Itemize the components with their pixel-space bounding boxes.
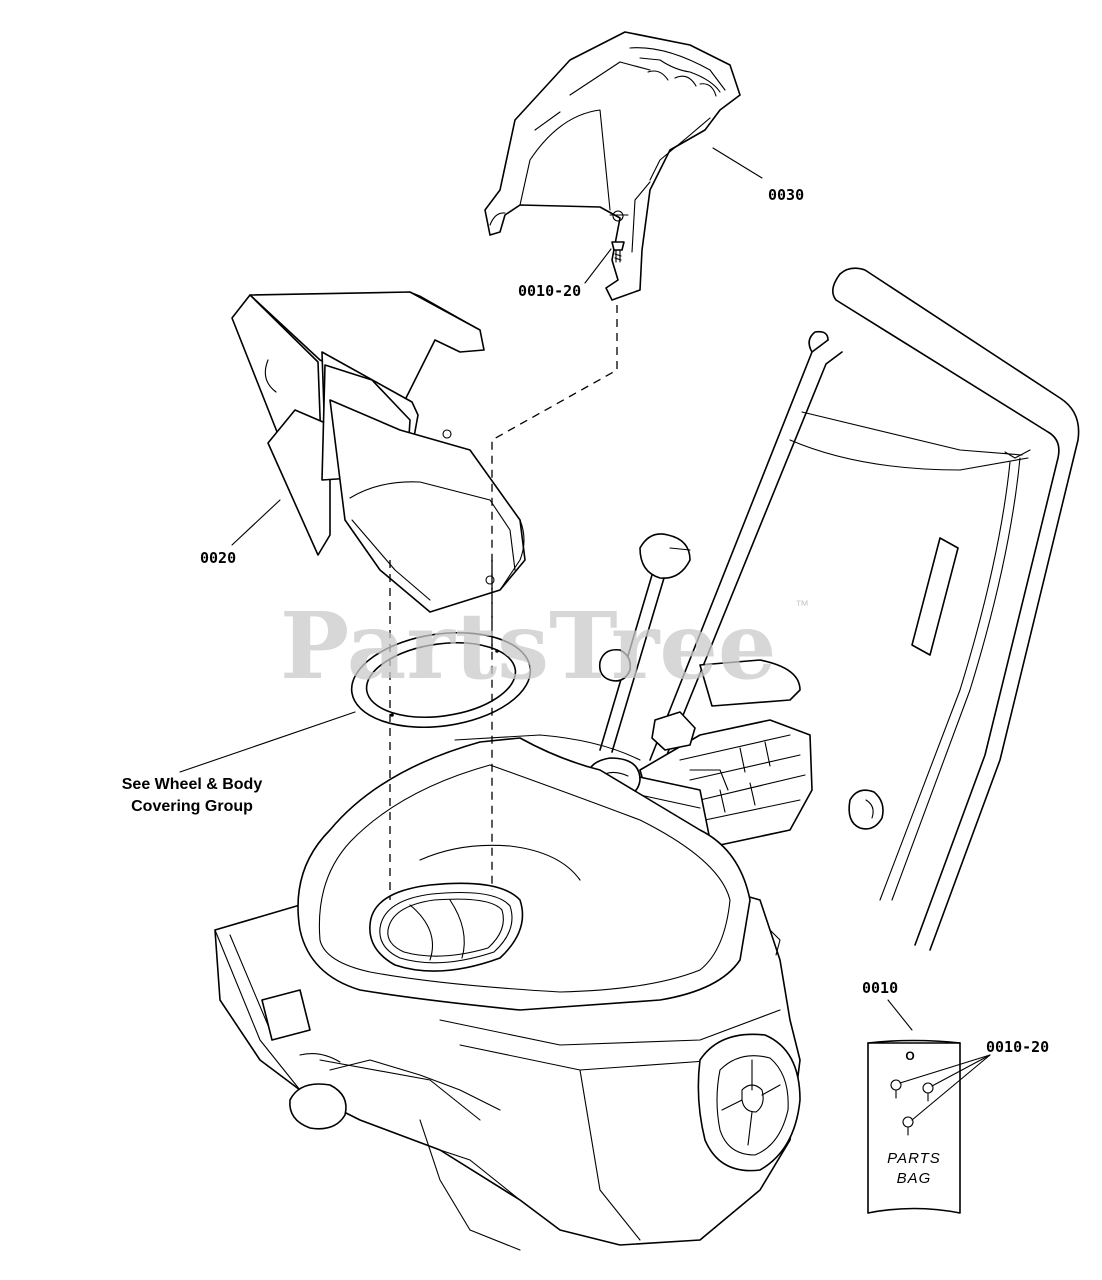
leader-lines — [179, 147, 991, 1121]
snow-thrower-drawing — [214, 267, 1080, 1251]
chute-handle — [484, 31, 741, 301]
watermark-text: PartsTree — [280, 592, 776, 700]
parts-bag-label-line2: BAG — [897, 1170, 932, 1187]
handle-frame — [598, 267, 1080, 951]
label-0020: 0020 — [200, 549, 236, 567]
parts-bag-hole-mark: O — [905, 1049, 914, 1063]
discharge-chute — [231, 291, 526, 613]
bag-screws — [890, 1079, 934, 1136]
part-labels: 0030 0010-20 0020 See Wheel & Body Cover… — [122, 186, 1049, 1056]
label-0010-20-bag: 0010-20 — [986, 1038, 1049, 1056]
label-0010: 0010 — [862, 979, 898, 997]
label-group-line2: Covering Group — [131, 798, 253, 815]
label-0010-20-top: 0010-20 — [518, 282, 581, 300]
parts-bag-label-line1: PARTS — [887, 1150, 941, 1167]
label-0030: 0030 — [768, 186, 804, 204]
parts-bag: O PARTS BAG — [867, 1039, 961, 1214]
chute-ring — [350, 631, 532, 729]
label-group-line1: See Wheel & Body — [122, 776, 263, 793]
main-housing — [214, 734, 801, 1251]
watermark-tm: ™ — [795, 597, 809, 613]
watermark: PartsTree ™ — [280, 592, 809, 700]
screw-top — [611, 241, 625, 263]
assembly-lines — [389, 305, 618, 900]
